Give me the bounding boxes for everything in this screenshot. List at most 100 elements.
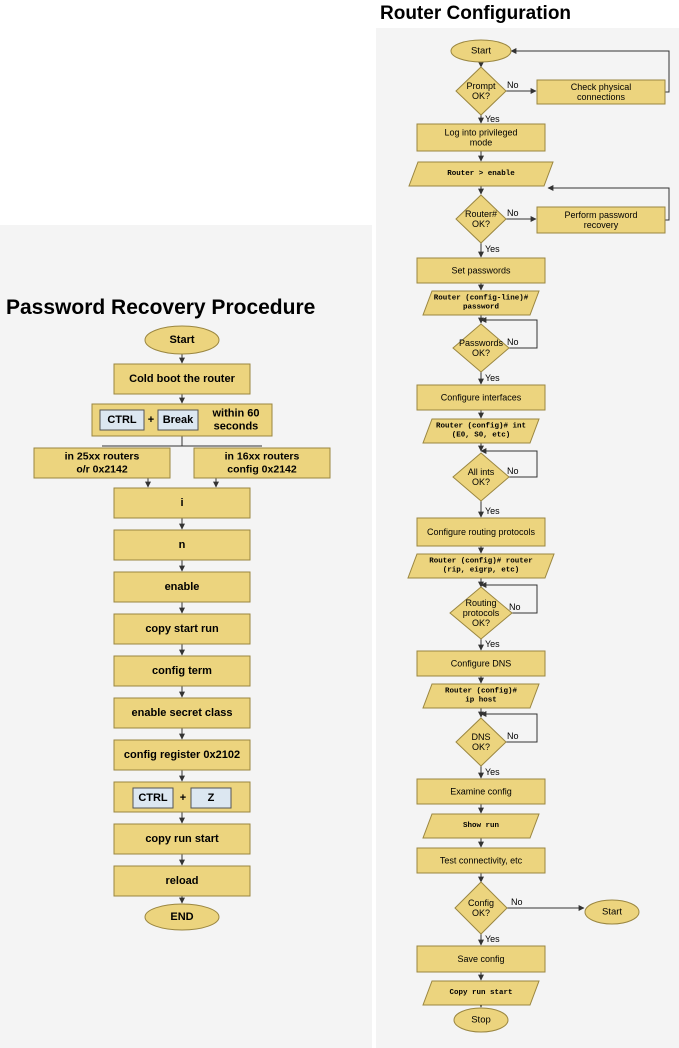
z-key-text: Z bbox=[208, 792, 215, 804]
plus-sign-text: + bbox=[148, 414, 154, 426]
yes-label: Yes bbox=[485, 506, 500, 516]
save-config-step-shape bbox=[416, 945, 546, 973]
reload-step-text: reload bbox=[165, 875, 198, 887]
passwords-ok-decision-text: OK? bbox=[472, 348, 490, 358]
router-start-node-shape bbox=[450, 39, 512, 63]
cold-boot-step-shape bbox=[113, 363, 251, 395]
z-key-shape bbox=[190, 787, 232, 809]
router-stop-node-shape bbox=[453, 1007, 509, 1033]
command-step-7-shape bbox=[113, 739, 251, 771]
password-end-node-text: END bbox=[170, 911, 193, 923]
router-stop-node: Stop bbox=[453, 1007, 509, 1033]
set-passwords-step: Set passwords bbox=[416, 257, 546, 284]
configure-dns-step: Configure DNS bbox=[416, 650, 546, 677]
start-again-node-text: Start bbox=[602, 907, 622, 918]
plus-sign: + bbox=[148, 414, 154, 426]
copy-run-start-step-shape bbox=[113, 823, 251, 855]
command-step-4: copy start run bbox=[113, 613, 251, 645]
interface-command: Router (config)# int(E0, S0, etc) bbox=[422, 418, 540, 444]
command-step-4-text: copy start run bbox=[145, 623, 219, 635]
password-start-node: Start bbox=[144, 325, 220, 355]
passwords-ok-decision-text: Passwords bbox=[459, 338, 504, 348]
yes-label-text: Yes bbox=[485, 767, 500, 777]
configure-interfaces-step-text: Configure interfaces bbox=[441, 393, 522, 403]
command-step-6: enable secret class bbox=[113, 697, 251, 729]
yes-label-text: Yes bbox=[485, 373, 500, 383]
all-ints-decision-shape bbox=[452, 452, 510, 502]
ip-host-command-text: ip host bbox=[465, 697, 497, 705]
router-loop bbox=[480, 582, 538, 614]
interface-command-text: (E0, S0, etc) bbox=[452, 432, 511, 440]
set-passwords-step-text: Set passwords bbox=[451, 266, 511, 276]
dns-ok-decision-text: OK? bbox=[472, 742, 490, 752]
save-config-step: Save config bbox=[416, 945, 546, 973]
examine-config-step-text: Examine config bbox=[450, 787, 512, 797]
password-command-text: Router (config-line)# bbox=[434, 295, 529, 303]
z-key: Z bbox=[190, 787, 232, 809]
yes-label: Yes bbox=[485, 114, 500, 124]
all-ints-decision-text: All ints bbox=[468, 467, 495, 477]
perform-recovery-step-shape bbox=[536, 206, 666, 234]
password-end-node-shape bbox=[144, 903, 220, 931]
config-ok-decision-text: OK? bbox=[472, 908, 490, 918]
branch-25xx-step-shape bbox=[33, 447, 171, 479]
config-ok-decision-shape bbox=[454, 881, 508, 935]
passwords-ok-decision-shape bbox=[452, 323, 510, 373]
routing-protocols-decision-text: OK? bbox=[472, 618, 490, 628]
router-prompt-decision-shape bbox=[455, 194, 507, 244]
no-label: No bbox=[507, 337, 519, 347]
router-stop-node-text: Stop bbox=[471, 1015, 491, 1026]
copy-run-start-step-text: copy run start bbox=[145, 833, 219, 845]
plus-sign: + bbox=[180, 792, 186, 804]
router-loop bbox=[510, 48, 670, 93]
yes-label: Yes bbox=[485, 373, 500, 383]
perform-recovery-step-text: Perform password bbox=[564, 210, 637, 220]
command-step-7-text: config register 0x2102 bbox=[124, 749, 240, 761]
command-step-1: i bbox=[113, 487, 251, 519]
router-prompt-decision: Router#OK? bbox=[455, 194, 507, 244]
configure-routing-step-shape bbox=[416, 517, 546, 547]
router-command-text: (rip, eigrp, etc) bbox=[443, 567, 520, 575]
routing-protocols-decision-shape bbox=[449, 586, 513, 640]
yes-label-text: Yes bbox=[485, 244, 500, 254]
no-label-text: No bbox=[511, 897, 523, 907]
no-label-text: No bbox=[507, 337, 519, 347]
yes-label: Yes bbox=[485, 767, 500, 777]
configure-routing-step-text: Configure routing protocols bbox=[427, 527, 536, 537]
configure-interfaces-step-shape bbox=[416, 384, 546, 411]
reload-step: reload bbox=[113, 865, 251, 897]
command-step-3-text: enable bbox=[165, 581, 200, 593]
password-command: Router (config-line)#password bbox=[422, 290, 540, 316]
test-connectivity-step-shape bbox=[416, 847, 546, 874]
no-label-text: No bbox=[509, 602, 521, 612]
no-label: No bbox=[509, 602, 521, 612]
password-command-text: password bbox=[463, 304, 499, 312]
branch-16xx-step-shape bbox=[193, 447, 331, 479]
router-loop bbox=[480, 711, 538, 743]
router-start-node: Start bbox=[450, 39, 512, 63]
password-start-node-shape bbox=[144, 325, 220, 355]
configure-routing-step: Configure routing protocols bbox=[416, 517, 546, 547]
ip-host-command: Router (config)#ip host bbox=[422, 683, 540, 709]
break-key-shape bbox=[157, 409, 199, 431]
dns-ok-decision-text: DNS bbox=[471, 732, 490, 742]
ctrl-z-ctrl-key-text: CTRL bbox=[138, 792, 168, 804]
command-step-5-text: config term bbox=[152, 665, 212, 677]
no-label-text: No bbox=[507, 731, 519, 741]
configure-interfaces-step: Configure interfaces bbox=[416, 384, 546, 411]
ctrl-z-ctrl-key-shape bbox=[132, 787, 174, 809]
yes-label-text: Yes bbox=[485, 114, 500, 124]
yes-label-text: Yes bbox=[485, 639, 500, 649]
router-loop bbox=[547, 185, 670, 221]
no-label-text: No bbox=[507, 80, 519, 90]
config-ok-decision-text: Config bbox=[468, 898, 494, 908]
no-label-text: No bbox=[507, 208, 519, 218]
router-command-shape bbox=[407, 553, 555, 579]
plus-sign-text: + bbox=[180, 792, 186, 804]
